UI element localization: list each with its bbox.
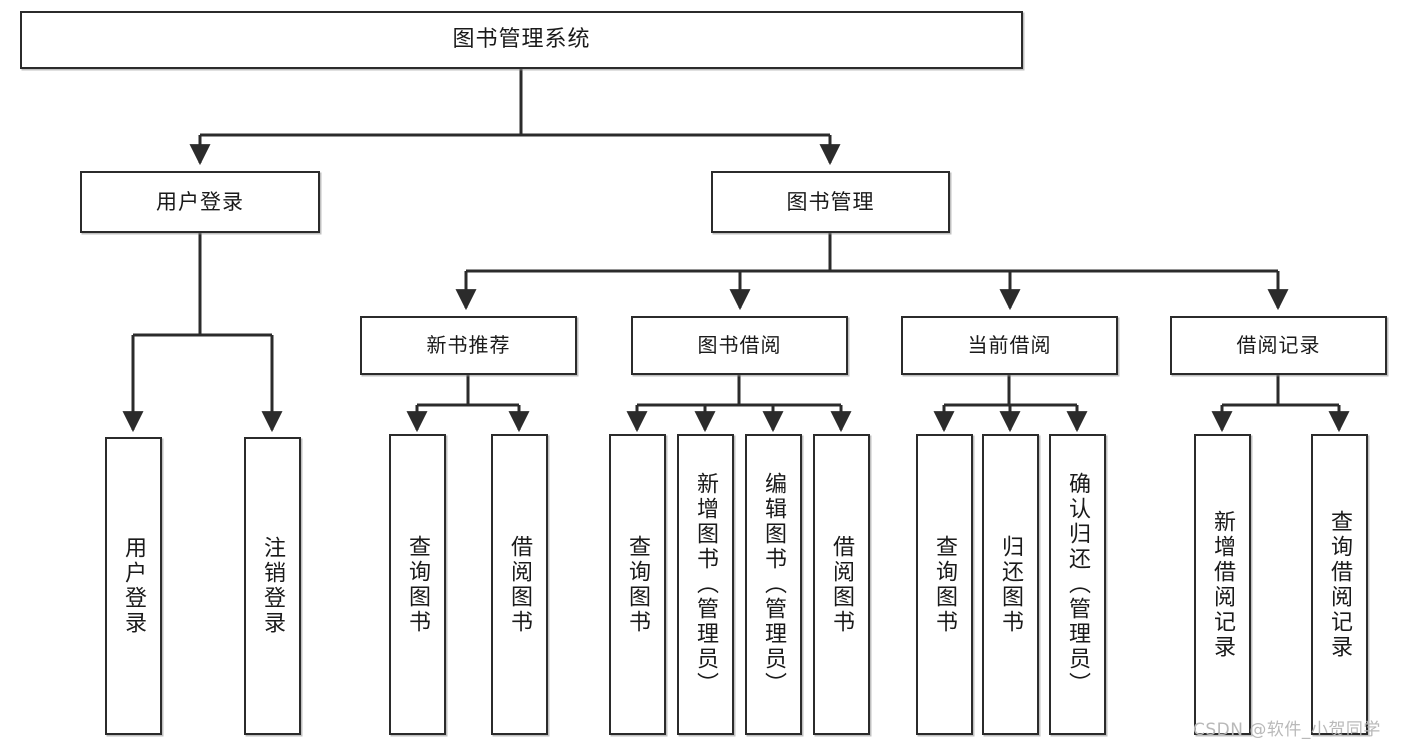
- csdn-watermark: CSDN @软件_小贺同学: [1193, 720, 1381, 740]
- node-leaf-return-book[interactable]: 归还图书: [982, 434, 1039, 735]
- node-leaf-query-book-recommendation[interactable]: 查询图书: [389, 434, 446, 735]
- node-leaf-add-book-admin[interactable]: 新增图书（管理员）: [677, 434, 734, 735]
- node-leaf-borrow-book-recommendation[interactable]: 借阅图书: [491, 434, 548, 735]
- node-leaf-add-borrow-record[interactable]: 新增借阅记录: [1194, 434, 1251, 735]
- node-label: 查询图书: [932, 534, 958, 635]
- node-leaf-user-logout[interactable]: 注销登录: [244, 437, 301, 735]
- node-leaf-edit-book-admin[interactable]: 编辑图书（管理员）: [745, 434, 802, 735]
- node-leaf-query-book-current[interactable]: 查询图书: [916, 434, 973, 735]
- node-label: 图书借阅: [697, 333, 782, 357]
- node-leaf-query-borrow-record[interactable]: 查询借阅记录: [1311, 434, 1368, 735]
- node-current-borrowing[interactable]: 当前借阅: [901, 316, 1118, 375]
- node-leaf-user-login[interactable]: 用户登录: [105, 437, 162, 735]
- node-new-book-recommendation[interactable]: 新书推荐: [360, 316, 577, 375]
- node-label: 当前借阅: [967, 333, 1052, 357]
- node-label: 借阅图书: [507, 534, 533, 635]
- node-label: 注销登录: [260, 536, 286, 636]
- node-label: 新增图书（管理员）: [693, 472, 719, 697]
- node-label: 用户登录: [156, 189, 244, 214]
- node-leaf-borrow-book-borrowing[interactable]: 借阅图书: [813, 434, 870, 735]
- node-label: 查询图书: [625, 534, 651, 635]
- node-label: 编辑图书（管理员）: [761, 472, 787, 697]
- node-label: 新增借阅记录: [1210, 509, 1236, 660]
- node-root-book-management-system[interactable]: 图书管理系统: [20, 11, 1023, 69]
- node-label: 图书管理: [786, 189, 875, 214]
- node-label: 图书管理系统: [452, 27, 591, 53]
- node-book-management[interactable]: 图书管理: [711, 171, 950, 233]
- node-label: 查询图书: [405, 534, 431, 635]
- node-label: 借阅图书: [829, 534, 855, 635]
- node-label: 查询借阅记录: [1327, 509, 1353, 660]
- node-label: 新书推荐: [426, 333, 511, 357]
- node-book-borrowing[interactable]: 图书借阅: [631, 316, 848, 375]
- node-label: 用户登录: [121, 536, 147, 636]
- node-label: 确认归还（管理员）: [1065, 472, 1091, 697]
- node-label: 借阅记录: [1236, 333, 1321, 357]
- node-borrowing-record[interactable]: 借阅记录: [1170, 316, 1387, 375]
- node-user-login[interactable]: 用户登录: [80, 171, 320, 233]
- node-leaf-confirm-return-admin[interactable]: 确认归还（管理员）: [1049, 434, 1106, 735]
- node-label: 归还图书: [998, 534, 1024, 635]
- node-leaf-query-book-borrowing[interactable]: 查询图书: [609, 434, 666, 735]
